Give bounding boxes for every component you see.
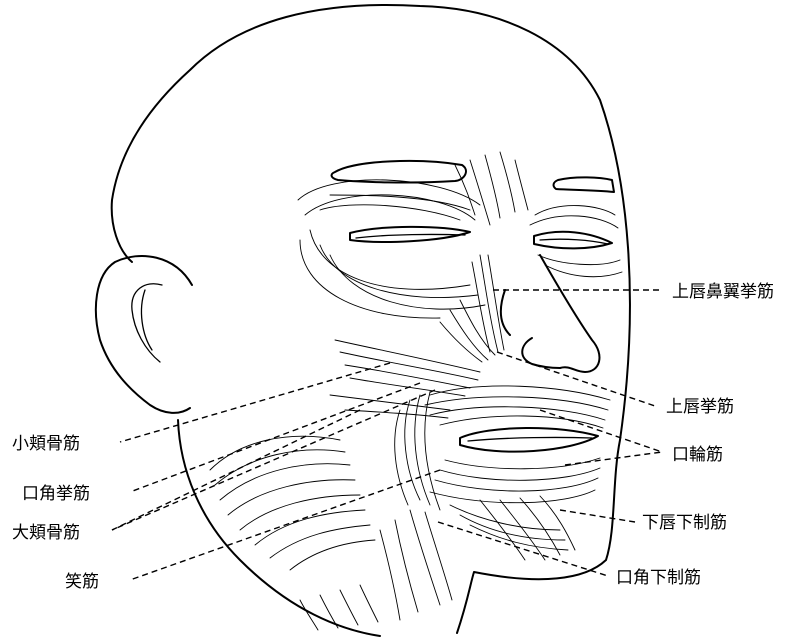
jaw-line: [178, 420, 380, 636]
label-levator-labii-superioris-alaeque-nasi: 上唇鼻翼挙筋: [672, 282, 774, 302]
right-brow: [554, 177, 614, 192]
leader-oris-upper: [540, 410, 662, 452]
ear-outer: [96, 256, 192, 413]
label-depressor-anguli-oris: 口角下制筋: [616, 568, 701, 588]
leader-oris-lower: [565, 452, 662, 465]
leader-depressor-labii: [560, 510, 635, 522]
left-eye: [350, 227, 470, 242]
label-levator-anguli-oris: 口角挙筋: [22, 484, 90, 504]
nose: [501, 255, 600, 372]
label-zygomaticus-minor: 小頬骨筋: [12, 434, 80, 454]
leader-zyg-minor: [120, 363, 390, 442]
ear-helix: [141, 290, 152, 350]
leader-lines: [112, 290, 662, 580]
label-risorius: 笑筋: [65, 572, 99, 592]
mouth: [460, 428, 598, 452]
label-depressor-labii-inferioris: 下唇下制筋: [642, 513, 727, 533]
label-zygomaticus-major: 大頬骨筋: [12, 523, 80, 543]
labels: 上唇鼻翼挙筋 上唇挙筋 口輪筋 下唇下制筋 口角下制筋 小頬骨筋 口角挙筋 大頬…: [12, 282, 774, 592]
label-orbicularis-oris: 口輪筋: [672, 445, 723, 465]
label-levator-labii-superioris: 上唇挙筋: [666, 397, 734, 417]
ear: [96, 256, 192, 413]
left-brow: [332, 161, 466, 183]
right-eye: [534, 232, 612, 249]
leader-risorius: [130, 470, 440, 580]
leader-levator-labii: [497, 352, 655, 406]
skull-outline: [112, 5, 630, 633]
ear-inner: [132, 284, 162, 362]
leader-lev-anguli: [130, 383, 420, 492]
muscle-fibers: [210, 152, 622, 630]
